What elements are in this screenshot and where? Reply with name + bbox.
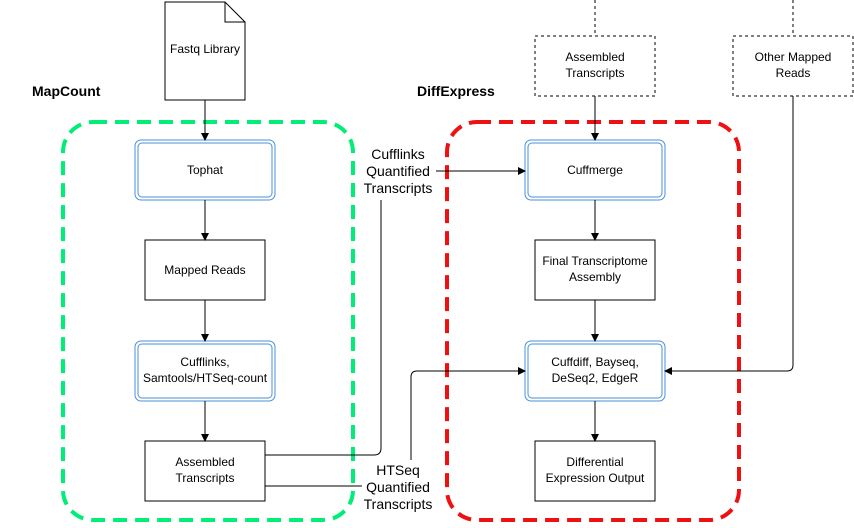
assembled-top-label-line2: Transcripts (566, 66, 625, 80)
other-mapped-label-line1: Other Mapped (755, 50, 832, 64)
final-transcriptome-node: Final Transcriptome Assembly (534, 239, 656, 301)
cufflinks-node: Cufflinks, Samtools/HTSeq-count (134, 340, 276, 402)
assembled-left-label-line1: Assembled (175, 455, 234, 469)
cuffmerge-label: Cuffmerge (567, 163, 623, 177)
label-cufflinks-quantified: Cufflinks Quantified Transcripts (360, 143, 436, 199)
label-htseq-quantified: HTSeq Quantified Transcripts (362, 460, 434, 514)
diff-output-label-line2: Expression Output (546, 471, 645, 485)
assembled-transcripts-left-node: Assembled Transcripts (144, 440, 266, 502)
htseq-quantified-line1: HTSeq (376, 462, 420, 478)
edge-cufflinks-quantified (265, 200, 382, 456)
edge-htseq-quantified-up (410, 367, 526, 465)
final-assembly-label-line2: Assembly (569, 270, 621, 284)
cufflinks-label-line1: Cufflinks, (180, 355, 229, 369)
tophat-label: Tophat (187, 163, 224, 177)
assembled-top-label-line1: Assembled (565, 50, 624, 64)
diff-output-label-line1: Differential (566, 455, 623, 469)
differential-expression-node: Differential Expression Output (534, 440, 656, 502)
arrow-other-mapped-to-cuffdiff (664, 96, 794, 375)
mapped-reads-label: Mapped Reads (164, 263, 245, 277)
other-mapped-label-line2: Reads (776, 66, 811, 80)
final-assembly-label-line1: Final Transcriptome (542, 254, 648, 268)
cuffdiff-label-line2: DeSeq2, EdgeR (552, 371, 639, 385)
assembled-left-label-line2: Transcripts (176, 471, 235, 485)
cuffdiff-label-line1: Cuffdiff, Bayseq, (551, 355, 639, 369)
cufflinks-quantified-line3: Transcripts (364, 180, 433, 196)
htseq-quantified-line2: Quantified (366, 479, 430, 495)
tophat-node: Tophat (134, 139, 276, 201)
mapped-reads-node: Mapped Reads (144, 239, 266, 301)
diffexpress-group-title: DiffExpress (417, 83, 495, 99)
cufflinks-quantified-line2: Quantified (366, 163, 430, 179)
cuffmerge-node: Cuffmerge (524, 139, 666, 201)
cuffdiff-node: Cuffdiff, Bayseq, DeSeq2, EdgeR (524, 340, 666, 402)
fastq-library-node: Fastq Library (164, 1, 246, 101)
mapcount-group-border (61, 120, 355, 522)
mapcount-group-title: MapCount (32, 83, 101, 99)
htseq-quantified-line3: Transcripts (364, 496, 433, 512)
diffexpress-group-border (445, 120, 741, 522)
cufflinks-quantified-line1: Cufflinks (371, 146, 424, 162)
fastq-library-label: Fastq Library (170, 42, 240, 56)
cufflinks-label-line2: Samtools/HTSeq-count (143, 371, 268, 385)
other-mapped-reads-node: Other Mapped Reads (732, 35, 854, 97)
assembled-transcripts-top-node: Assembled Transcripts (534, 35, 656, 97)
